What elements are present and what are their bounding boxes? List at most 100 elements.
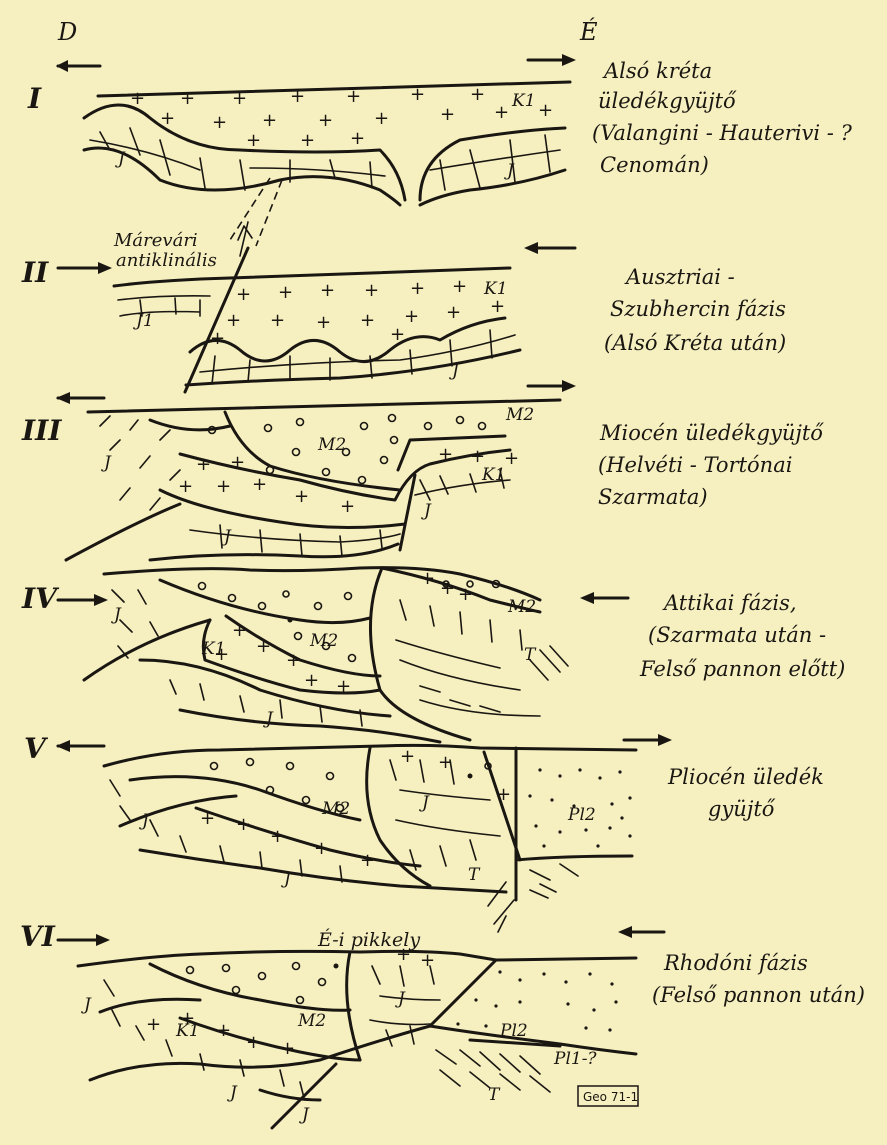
panel-5: V +++ +++ ++ J xyxy=(24,732,824,900)
arrow-head-icon xyxy=(562,54,576,66)
svg-text:+: + xyxy=(200,808,215,829)
svg-text:+: + xyxy=(216,476,231,497)
svg-text:+: + xyxy=(410,84,425,105)
panel-3-caption-line: (Helvéti - Tortónai xyxy=(598,453,792,477)
unit-label: J xyxy=(111,605,122,625)
svg-text:+: + xyxy=(130,88,145,109)
miocene-fill xyxy=(187,963,339,1004)
miocene-base-line xyxy=(160,580,370,623)
svg-text:+: + xyxy=(410,278,425,299)
svg-text:+: + xyxy=(300,130,315,151)
thrust-fault-line xyxy=(370,568,540,740)
svg-text:+: + xyxy=(286,650,301,671)
unit-label: M2 xyxy=(309,631,338,651)
arrow-head-icon xyxy=(96,934,110,946)
svg-text:+: + xyxy=(438,444,453,465)
unit-label: T xyxy=(488,1085,501,1105)
unit-label: Pl2 xyxy=(567,805,596,825)
arrow-head-icon xyxy=(580,592,594,604)
panel-4-caption-line: Felső pannon előtt) xyxy=(639,657,845,681)
panel-1-caption-line: Alsó kréta xyxy=(602,59,712,83)
panel-5-numeral: V xyxy=(24,732,49,765)
unit-label: T xyxy=(468,865,481,885)
svg-text:+: + xyxy=(446,302,461,323)
panel-2-caption-line: Szubhercin fázis xyxy=(610,297,786,321)
surface-line xyxy=(88,400,560,412)
svg-text:+: + xyxy=(230,452,245,473)
svg-text:+: + xyxy=(452,276,467,297)
unit-label: M2 xyxy=(317,435,346,455)
svg-text:+: + xyxy=(396,944,411,965)
unit-label: J xyxy=(81,995,92,1015)
svg-text:+: + xyxy=(226,310,241,331)
unit-label: J xyxy=(299,1105,310,1125)
anticline-annotation: antiklinális xyxy=(116,250,217,271)
svg-text:+: + xyxy=(340,496,355,517)
svg-text:+: + xyxy=(314,838,329,859)
unit-label: K1 xyxy=(481,465,506,485)
arrow-head-icon xyxy=(618,926,632,938)
surface-line xyxy=(78,951,636,966)
panel-5-caption-line: Pliocén üledék xyxy=(667,765,824,789)
unit-label: T xyxy=(524,645,537,665)
panel-1: I +++ +++ +++ +++ +++ +++ K1 J J A xyxy=(27,54,853,246)
svg-text:+: + xyxy=(216,1020,231,1041)
fault-motion-arrow-icon xyxy=(238,222,252,256)
svg-text:+: + xyxy=(232,620,247,641)
svg-text:+: + xyxy=(470,446,485,467)
pliocene-fill xyxy=(456,970,617,1031)
limestone-texture xyxy=(110,760,578,898)
cretaceous-fill: +++ +++ + xyxy=(146,944,435,1059)
panel-1-caption-line: Cenomán) xyxy=(600,153,709,177)
panel-6-caption-line: Rhodóni fázis xyxy=(663,951,808,975)
figure-stamp: Geo 71-1 xyxy=(578,1086,638,1106)
svg-text:+: + xyxy=(374,108,389,129)
unit-label: Pl1-? xyxy=(553,1049,597,1069)
unit-label: M2 xyxy=(321,799,350,819)
svg-text:+: + xyxy=(146,1014,161,1035)
svg-text:+: + xyxy=(196,454,211,475)
svg-text:+: + xyxy=(178,476,193,497)
svg-text:+: + xyxy=(262,110,277,131)
unit-label: K1 xyxy=(175,1021,200,1041)
svg-text:+: + xyxy=(350,128,365,149)
unit-label: J xyxy=(139,811,150,831)
panel-3-caption-line: Miocén üledékgyüjtő xyxy=(599,421,824,445)
svg-text:+: + xyxy=(420,950,435,971)
panel-6-caption-line: (Felső pannon után) xyxy=(652,983,865,1007)
svg-text:+: + xyxy=(236,284,251,305)
unit-label: J xyxy=(101,453,112,473)
unit-label: K1 xyxy=(483,279,508,299)
unit-label: Pl2 xyxy=(499,1021,528,1041)
svg-text:+: + xyxy=(278,282,293,303)
unit-label: K1 xyxy=(511,91,536,111)
fault-motion-arrow-icon xyxy=(488,882,514,932)
svg-text:+: + xyxy=(318,110,333,131)
arrow-head-icon xyxy=(56,740,70,752)
panel-2: II Márevári antiklinális +++ +++ +++ +++… xyxy=(21,222,786,392)
arrow-head-icon xyxy=(94,594,108,606)
limestone-base-line xyxy=(84,148,565,205)
svg-text:+: + xyxy=(496,784,511,805)
unit-label: M2 xyxy=(297,1011,326,1031)
panel-4-caption-line: (Szarmata után - xyxy=(648,623,826,647)
panel-6: VI É-i pikkely +++ + xyxy=(20,882,865,1128)
limestone-texture xyxy=(104,966,550,1098)
svg-text:+: + xyxy=(160,108,175,129)
arrow-head-icon xyxy=(56,392,70,404)
cretaceous-fill: +++ +++ +++ +++ +++ xyxy=(210,276,505,349)
svg-text:+: + xyxy=(280,1038,295,1059)
svg-text:+: + xyxy=(470,84,485,105)
arrow-head-icon xyxy=(56,60,68,72)
panel-2-caption-line: Ausztriai - xyxy=(624,265,735,289)
unit-label: J1 xyxy=(133,311,154,331)
arrow-head-icon xyxy=(524,242,538,254)
svg-text:+: + xyxy=(252,474,267,495)
svg-text:+: + xyxy=(290,86,305,107)
svg-text:+: + xyxy=(420,568,435,589)
svg-text:+: + xyxy=(490,296,505,317)
svg-text:+: + xyxy=(504,448,519,469)
panel-1-numeral: I xyxy=(27,82,42,115)
panel-2-caption-line: (Alsó Kréta után) xyxy=(604,331,786,355)
